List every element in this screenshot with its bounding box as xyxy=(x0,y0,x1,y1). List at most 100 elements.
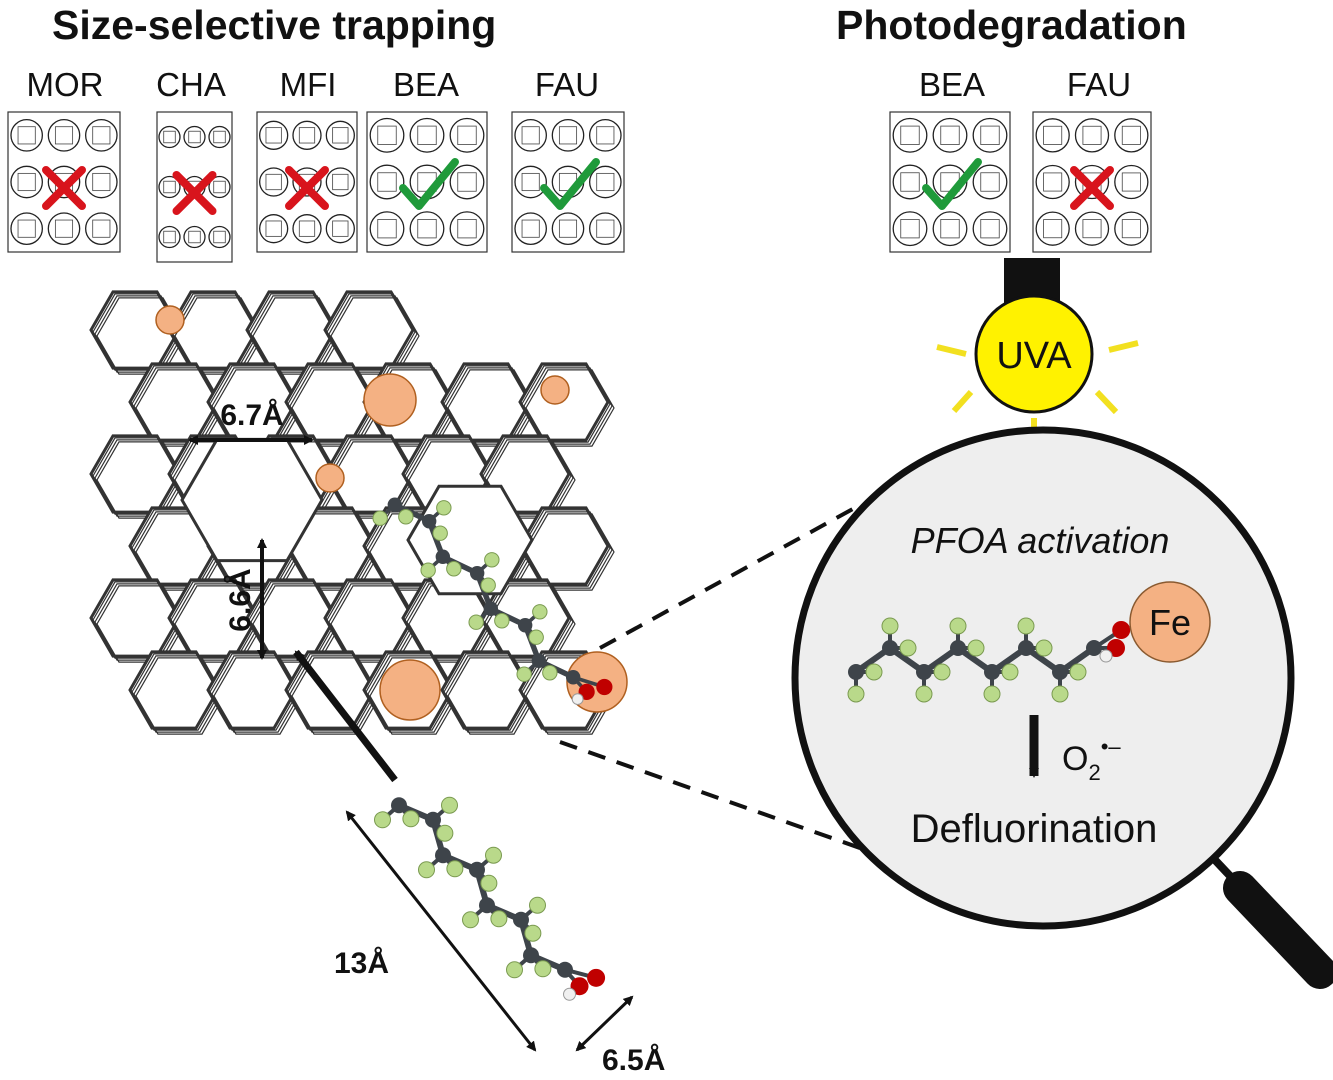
hydrogen-atom xyxy=(1099,649,1113,663)
photo-label-bea: BEA xyxy=(918,66,986,103)
zeolite-framework xyxy=(89,290,615,735)
fluorine-atom xyxy=(398,509,414,525)
iron-particle xyxy=(540,375,570,405)
zeolite-label-bea: BEA xyxy=(392,66,460,103)
carbon-atom xyxy=(483,601,499,616)
zeolite-label-mor: MOR xyxy=(26,66,104,103)
fluorine-atom xyxy=(484,552,500,568)
carbon-atom xyxy=(391,797,407,814)
zeolite-thumbnail-mor xyxy=(7,111,121,253)
carbon-atom xyxy=(531,653,547,668)
carbon-atom xyxy=(425,811,441,828)
carbon-atom xyxy=(1018,640,1034,656)
oxygen-atom xyxy=(570,977,589,996)
iron-particle xyxy=(155,305,185,335)
check-icon xyxy=(922,158,982,210)
fluorine-atom xyxy=(432,525,448,541)
oxygen-atom xyxy=(596,678,613,696)
fluorine-atom xyxy=(915,685,933,703)
cross-icon xyxy=(42,166,86,210)
fluorine-atom xyxy=(847,685,865,703)
fluorine-atom xyxy=(485,846,502,864)
carbon-atom xyxy=(916,664,932,680)
fluorine-atom xyxy=(516,666,532,682)
carbon-atom xyxy=(421,514,437,529)
molecule-length-label: 13Å xyxy=(334,947,389,980)
fluorine-atom xyxy=(524,924,542,942)
fluorine-atom xyxy=(529,896,546,914)
fluorine-atom xyxy=(418,861,435,879)
zeolite-thumbnails xyxy=(7,111,1152,263)
pfoa-molecule-free xyxy=(374,796,606,1001)
oxygen-atom xyxy=(587,968,606,987)
carbon-atom xyxy=(469,861,485,878)
lamp-bulb xyxy=(974,294,1094,414)
zeolite-thumbnail-fau xyxy=(1032,111,1152,253)
fluorine-atom xyxy=(420,562,436,578)
carbon-atom xyxy=(517,618,533,633)
fluorine-atom xyxy=(436,824,454,842)
carbon-atom xyxy=(848,664,864,680)
fluorine-atom xyxy=(542,665,558,681)
carbon-atom xyxy=(882,640,898,656)
fluorine-atom xyxy=(1035,639,1053,657)
fluorine-atom xyxy=(372,510,388,526)
radical-superscript: •– xyxy=(1101,734,1122,759)
carbon-atom xyxy=(565,670,581,685)
uva-lamp: UVA xyxy=(936,258,1139,446)
fe-label: Fe xyxy=(1149,602,1191,643)
pfoa-molecule-trapped xyxy=(372,497,613,705)
cross-icon xyxy=(172,171,217,215)
radical-label: O2•– xyxy=(1062,734,1121,785)
fluorine-atom xyxy=(374,811,391,829)
fluorine-atom xyxy=(528,629,544,645)
fluorine-atom xyxy=(480,874,498,892)
carbon-atom xyxy=(950,640,966,656)
zeolite-label-fau: FAU xyxy=(534,66,600,103)
carbon-atom xyxy=(523,947,539,964)
carbon-atom xyxy=(479,897,495,914)
pore-dimension-horizontal: 6.7Å xyxy=(188,399,314,445)
zeolite-thumbnail-fau xyxy=(511,111,625,253)
pore-width-label: 6.7Å xyxy=(220,399,283,432)
photo-label-fau: FAU xyxy=(1066,66,1132,103)
magnifying-glass-icon xyxy=(791,426,1333,989)
zeolite-thumbnail-bea xyxy=(889,111,1011,253)
fluorine-atom xyxy=(534,960,552,978)
entry-arrow xyxy=(293,649,398,783)
radical-subscript: 2 xyxy=(1088,760,1100,785)
fluorine-atom xyxy=(933,663,951,681)
zeolite-label-mfi: MFI xyxy=(279,66,337,103)
fluorine-atom xyxy=(462,911,479,929)
fluorine-atom xyxy=(506,961,523,979)
fluorine-atom xyxy=(446,860,464,878)
fluorine-atom xyxy=(881,617,899,635)
check-icon xyxy=(399,158,459,210)
hydrogen-atom xyxy=(563,987,577,1001)
zeolite-thumbnail-mfi xyxy=(256,111,358,253)
lens-result: Defluorination xyxy=(911,807,1158,851)
lamp-label: UVA xyxy=(996,335,1072,377)
radical-base: O xyxy=(1062,740,1088,778)
fe-atom xyxy=(1129,581,1211,663)
magnifier-handle xyxy=(1223,871,1333,989)
carbon-atom xyxy=(387,497,403,512)
fluorine-atom xyxy=(441,796,458,814)
oxygen-atom xyxy=(1107,639,1125,657)
fluorine-atom xyxy=(480,577,496,593)
cross-icon xyxy=(1070,166,1114,210)
molecule-width-label: 6.5Å xyxy=(602,1044,665,1077)
fluorine-atom xyxy=(402,810,420,828)
carbon-atom xyxy=(435,549,451,564)
pfoa-molecule-activated xyxy=(847,617,1131,703)
fluorine-atom xyxy=(899,639,917,657)
oxygen-atom xyxy=(1112,621,1131,639)
molecule-width-dimension: 6.5Å xyxy=(575,995,665,1077)
carbon-atom xyxy=(1052,664,1068,680)
fluorine-atom xyxy=(949,617,967,635)
fluorine-atom xyxy=(490,910,508,928)
fluorine-atom xyxy=(1001,663,1019,681)
fluorine-atom xyxy=(1017,617,1035,635)
zoom-line-bottom xyxy=(559,740,861,850)
